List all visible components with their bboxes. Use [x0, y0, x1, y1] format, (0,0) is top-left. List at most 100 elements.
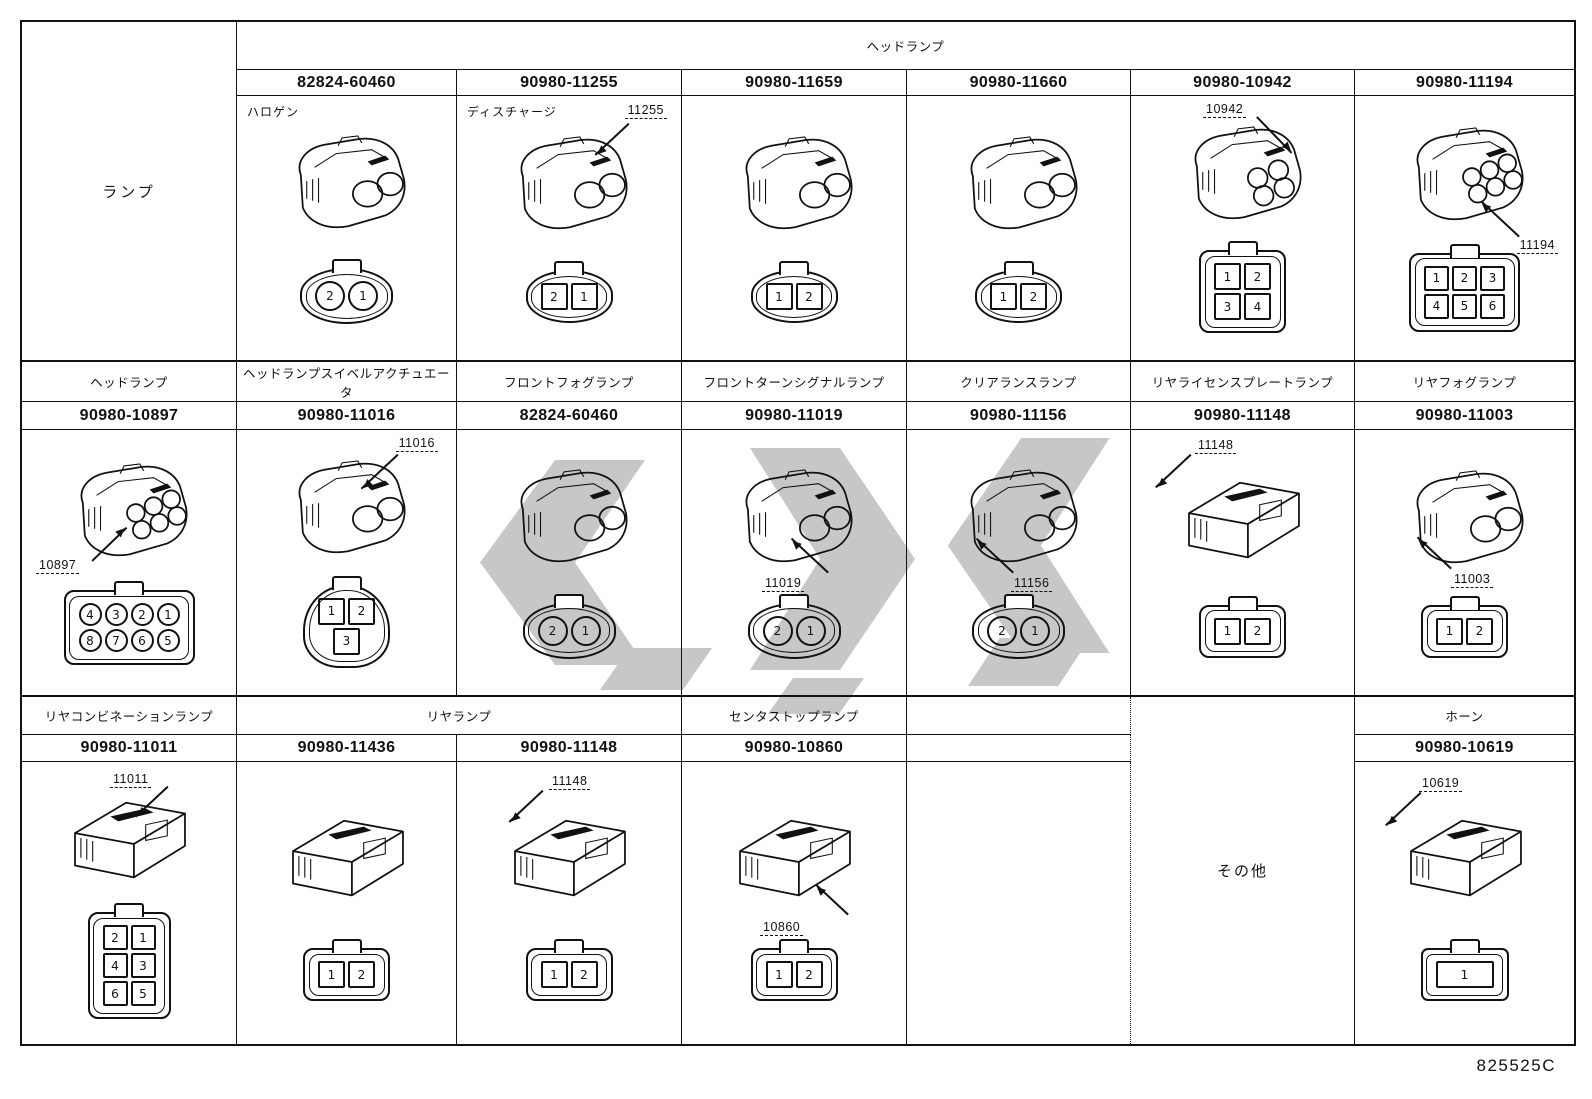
- part-number: 90980-11194: [1416, 73, 1513, 91]
- connector-cell: 10619 1: [1355, 762, 1574, 1044]
- callout: 11156: [975, 538, 1053, 592]
- part-number-cell: 82824-60460: [457, 402, 682, 430]
- category-label: ホーン: [1445, 710, 1484, 724]
- part-number-cell: 90980-10942: [1131, 70, 1355, 96]
- connector-table: ランプ ヘッドランプ 82824-60460 90980-11255 90980…: [20, 20, 1576, 1046]
- empty-cell: [907, 762, 1131, 1044]
- connector-isometric-drawing: [54, 460, 204, 568]
- part-number: 90980-11436: [297, 739, 396, 756]
- category-label: フロントターンシグナルランプ: [703, 376, 885, 390]
- connector-isometric-drawing: [1390, 805, 1540, 913]
- category-label-cell: フロントフォグランプ: [457, 362, 682, 402]
- connector-isometric-drawing: [54, 787, 204, 895]
- callout: 11016: [360, 436, 438, 490]
- connector-isometric-drawing: [272, 805, 422, 913]
- callout: 10619: [1385, 776, 1463, 827]
- callout: 11148: [508, 774, 591, 823]
- part-number: 90980-11011: [80, 739, 178, 756]
- part-number-cell: 90980-11659: [682, 70, 907, 96]
- group-header: ヘッドランプ: [866, 40, 945, 54]
- part-number-cell: 90980-10897: [22, 402, 237, 430]
- part-number-cell: 90980-11148: [1131, 402, 1355, 430]
- variant-label: ディスチャージ: [467, 105, 557, 119]
- part-number-cell: 90980-11016: [237, 402, 457, 430]
- part-number: 90980-10942: [1193, 73, 1292, 91]
- category-label-cell: ヘッドランプ: [22, 362, 237, 402]
- part-number-cell: 90980-11148: [457, 735, 682, 762]
- part-number: 90980-11156: [970, 406, 1067, 424]
- connector-isometric-drawing: [272, 132, 422, 240]
- connector-isometric-drawing: [1168, 123, 1318, 231]
- connector-isometric-drawing: [944, 466, 1094, 574]
- category-label-cell: フロントターンシグナルランプ: [682, 362, 907, 402]
- part-number: 90980-11016: [297, 406, 396, 424]
- connector-isometric-drawing: [1390, 467, 1540, 575]
- callout: 11003: [1416, 536, 1494, 588]
- connector-isometric-drawing: [1390, 124, 1540, 232]
- category-label-cell: リヤライセンスプレートランプ: [1131, 362, 1355, 402]
- connector-isometric-drawing: [494, 466, 644, 574]
- other-section-cell: その他: [1131, 697, 1355, 1044]
- category-label: ヘッドランプスイベルアクチュエータ: [242, 366, 450, 400]
- category-label-cell: センタストップランプ: [682, 697, 907, 735]
- other-section-label: その他: [1216, 863, 1268, 880]
- group-header-cell: ヘッドランプ: [237, 22, 1574, 70]
- part-number-cell: 90980-11194: [1355, 70, 1574, 96]
- connector-isometric-drawing: [719, 466, 869, 574]
- callout: 11148: [1155, 438, 1237, 489]
- category-label: リヤフォグランプ: [1412, 376, 1517, 390]
- part-number: 90980-11148: [1194, 406, 1291, 424]
- part-number: 82824-60460: [519, 406, 619, 424]
- part-number: 90980-10897: [79, 406, 179, 424]
- empty-cell: [907, 697, 1131, 735]
- category-label-cell: ホーン: [1355, 697, 1574, 735]
- part-number: 90980-10860: [744, 739, 844, 756]
- connector-face-view: 1: [1420, 939, 1509, 1001]
- part-number-cell: 90980-10860: [682, 735, 907, 762]
- connector-isometric-drawing: [719, 133, 869, 241]
- callout: 11255: [594, 103, 667, 156]
- category-label: クリアランスランプ: [960, 376, 1077, 390]
- part-number-cell: 90980-11019: [682, 402, 907, 430]
- part-number-cell: 90980-11003: [1355, 402, 1574, 430]
- category-label: リヤコンビネーションランプ: [44, 710, 214, 724]
- category-label: ヘッドランプ: [90, 376, 168, 390]
- part-number-cell: 90980-11156: [907, 402, 1131, 430]
- category-label: センタストップランプ: [729, 710, 859, 724]
- callout: 10942: [1203, 102, 1293, 154]
- part-number-cell: 82824-60460: [237, 70, 457, 96]
- part-number-cell: 90980-10619: [1355, 735, 1574, 762]
- category-label-cell: クリアランスランプ: [907, 362, 1131, 402]
- section-label-cell: ランプ: [22, 22, 237, 362]
- part-number: 90980-11003: [1415, 406, 1514, 424]
- category-label-cell: リヤランプ: [237, 697, 682, 735]
- callout: 11194: [1480, 200, 1558, 254]
- empty-cell: [907, 735, 1131, 762]
